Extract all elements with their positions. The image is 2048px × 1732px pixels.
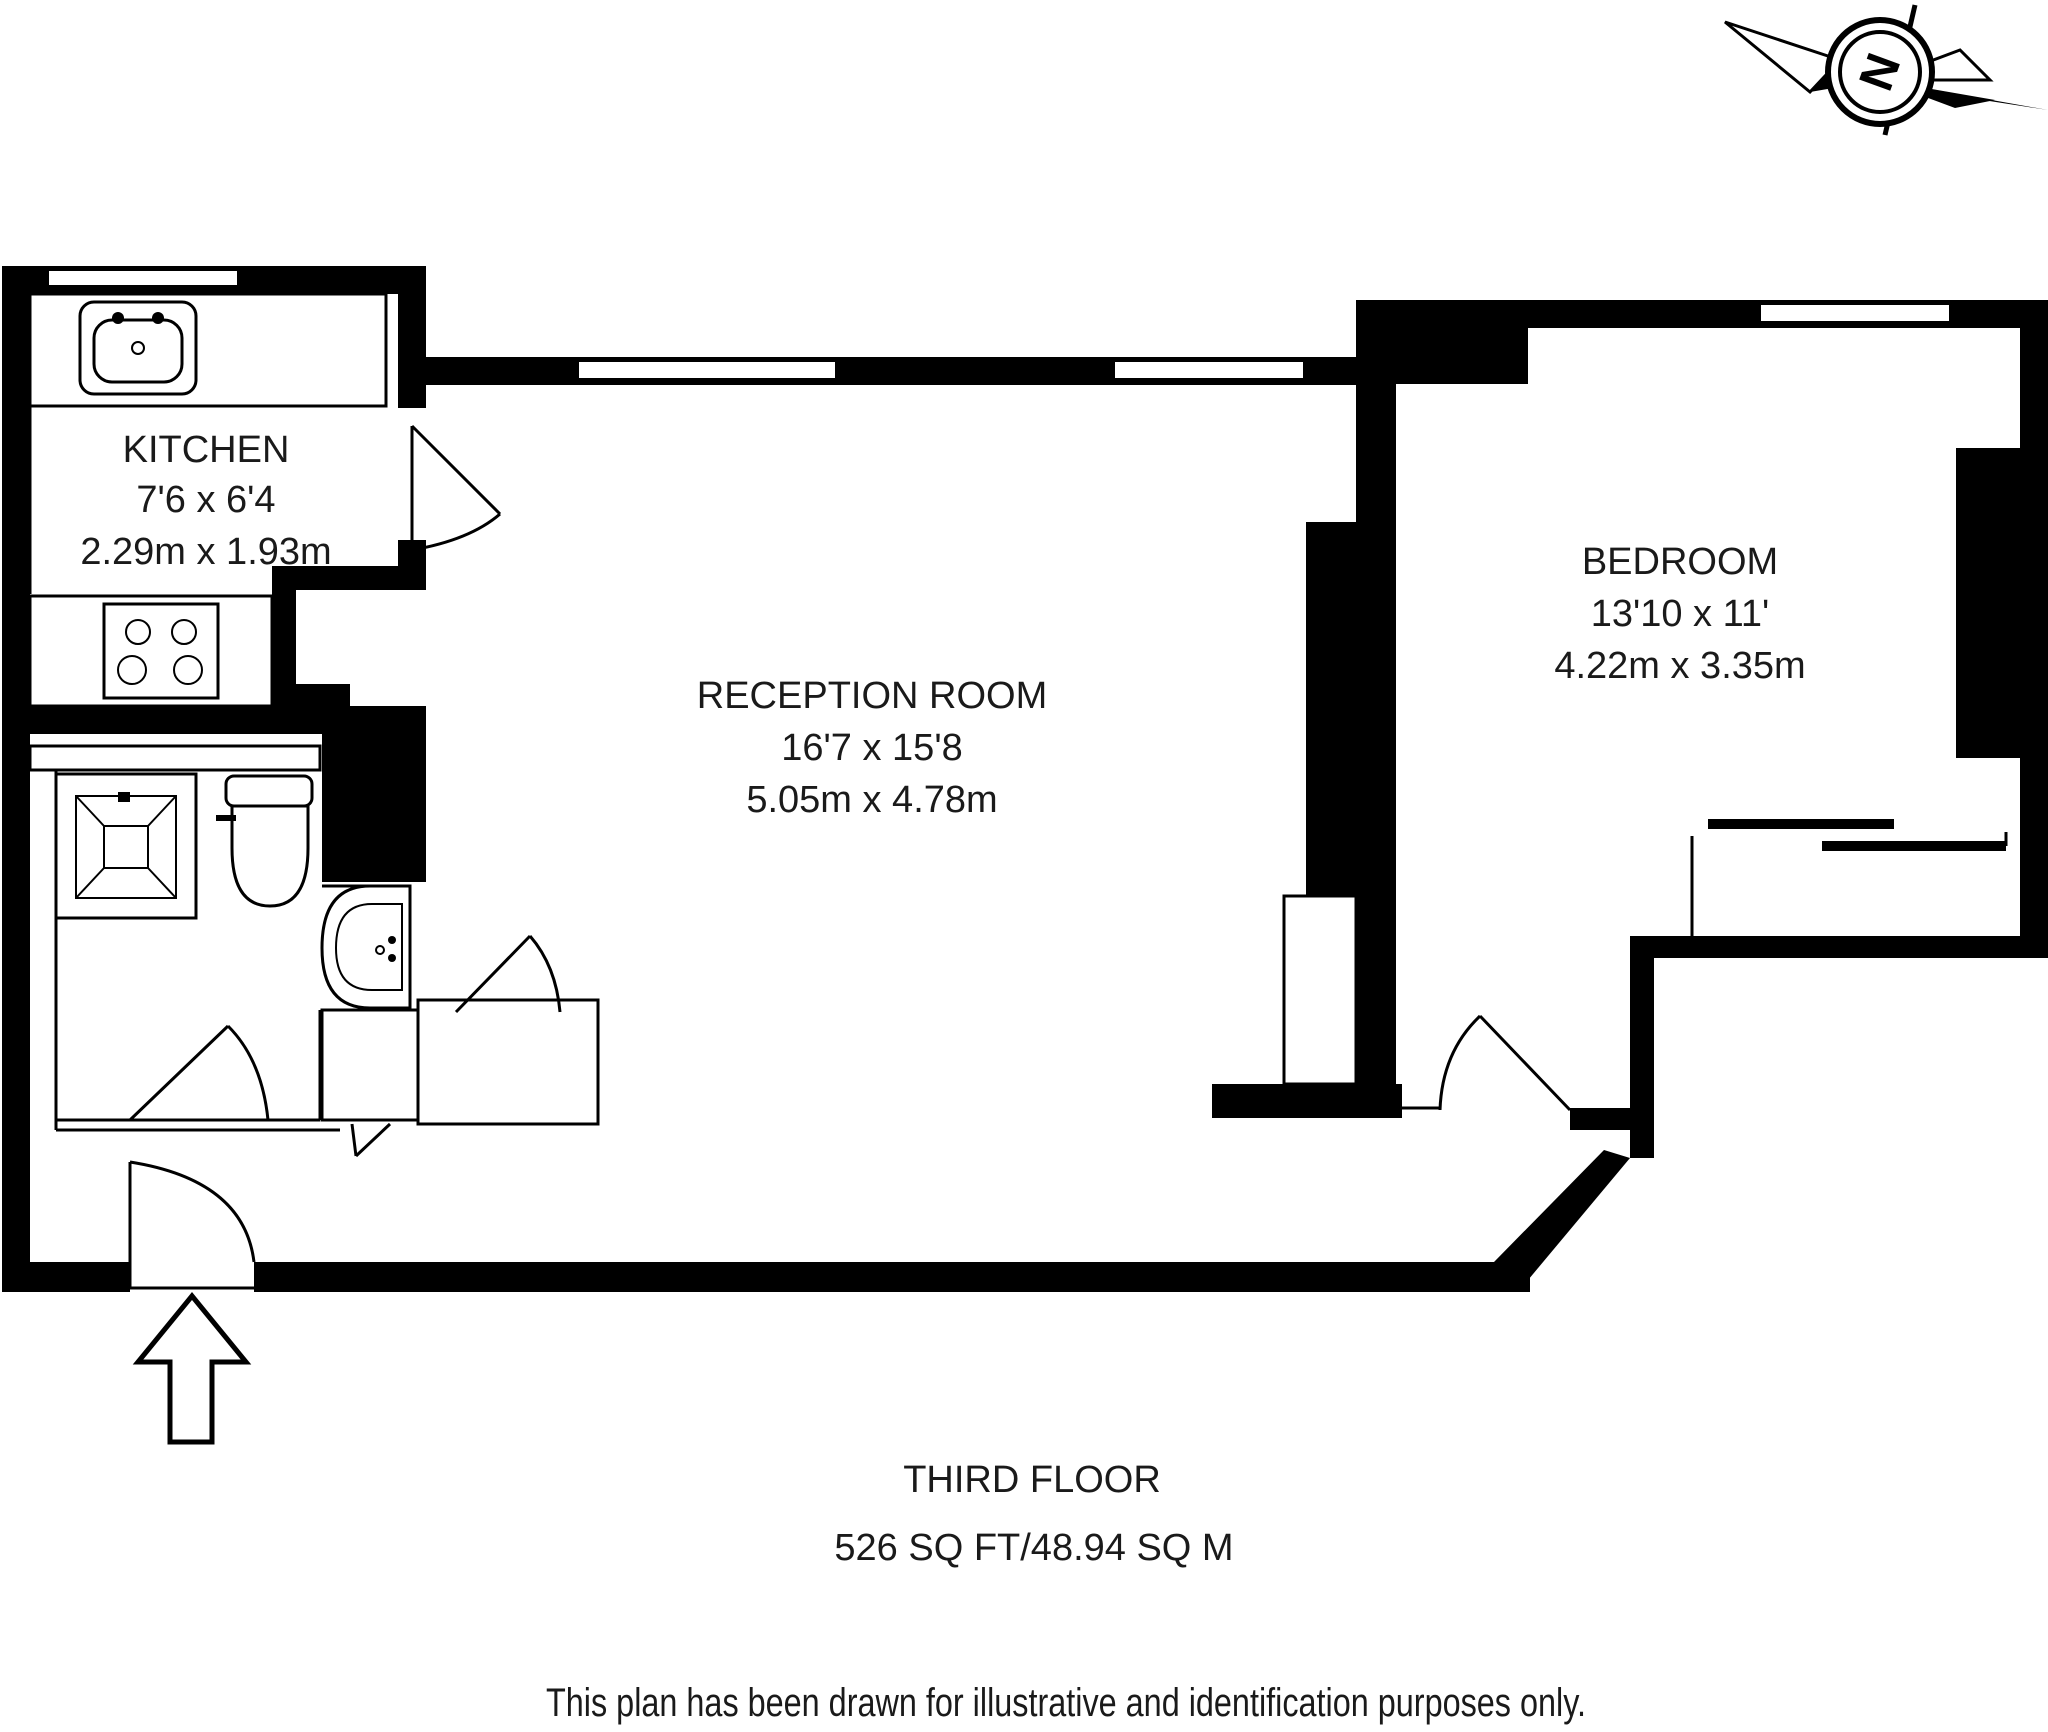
cupboards [320, 894, 1358, 1158]
kitchen-imperial: 7'6 x 6'4 [136, 479, 275, 521]
reception-room: RECEPTION ROOM 16'7 x 15'8 5.05m x 4.78m [697, 675, 1047, 821]
bedroom: BEDROOM 13'10 x 11' 4.22m x 3.35m [1396, 541, 2008, 1112]
reception-imperial: 16'7 x 15'8 [781, 727, 962, 769]
entrance-door [128, 1160, 256, 1298]
kitchen-metric: 2.29m x 1.93m [80, 531, 331, 573]
basin-icon [320, 884, 412, 1010]
kitchen: KITCHEN 7'6 x 6'4 2.29m x 1.93m [28, 292, 502, 882]
bedroom-imperial: 13'10 x 11' [1591, 593, 1770, 635]
shower-icon [54, 772, 198, 920]
reception-metric: 5.05m x 4.78m [746, 779, 997, 821]
reception-name: RECEPTION ROOM [697, 675, 1047, 717]
bathroom [28, 744, 412, 1132]
sink-icon [78, 300, 198, 396]
disclaimer: This plan has been drawn for illustrativ… [546, 1681, 1586, 1725]
kitchen-name: KITCHEN [123, 429, 290, 471]
compass-icon: N [1724, 4, 2048, 136]
floor-area: 526 SQ FT/48.94 SQ M [834, 1527, 1233, 1569]
kitchen-door [410, 424, 502, 552]
bedroom-door [1396, 1014, 1572, 1112]
windows [47, 269, 1951, 380]
hob-icon [102, 602, 220, 700]
bedroom-name: BEDROOM [1582, 541, 1778, 583]
bathroom-door [128, 1024, 270, 1122]
bedroom-metric: 4.22m x 3.35m [1554, 645, 1805, 687]
toilet-icon [216, 774, 314, 908]
floor-name: THIRD FLOOR [903, 1459, 1161, 1501]
entrance-arrow-icon [132, 1292, 252, 1445]
